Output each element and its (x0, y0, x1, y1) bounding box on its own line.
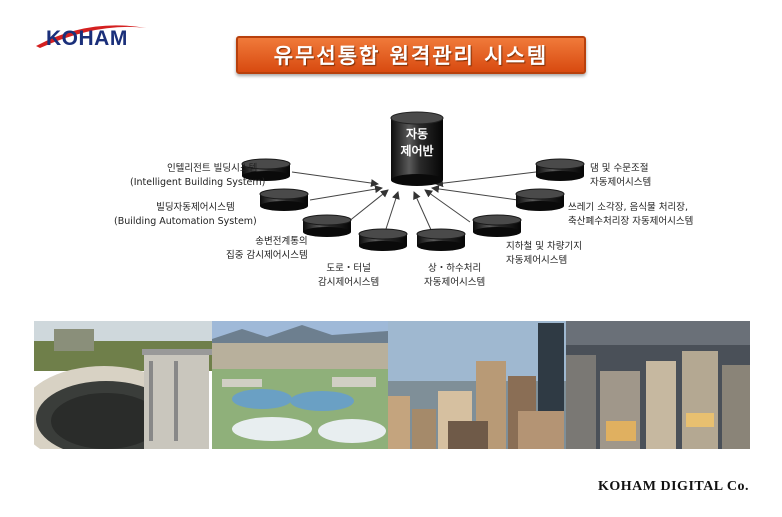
logo-text: KOHAM (46, 27, 128, 50)
arrow-waste (431, 185, 519, 201)
arrow-subway (424, 189, 471, 223)
logo-swoosh-icon (36, 25, 146, 48)
node-label-subway: 지하철 및 차량기지 자동제어시스템 (506, 241, 582, 266)
disk-substation (302, 214, 352, 237)
arrow-water (413, 191, 433, 233)
disk-road (358, 228, 408, 251)
arrow-dam (435, 171, 537, 188)
node-label-waste: 쓰레기 소각장, 음식물 처리장, 축산폐수처리장 자동제어시스템 (568, 202, 694, 227)
control-panel-cylinder (390, 111, 444, 186)
arrow-substation (347, 189, 389, 223)
disk-waste (515, 188, 565, 211)
apartment-buildings-photo (566, 321, 750, 449)
page-title: 유무선통합 원격관리 시스템 (273, 44, 549, 68)
node-label-substation: 송변전계통의 집중 감시제어시스템 (226, 236, 308, 261)
arrow-bas (309, 185, 383, 201)
control-panel-label: 자동 제어반 (400, 127, 434, 158)
disk-ibs (241, 158, 291, 181)
node-label-road: 도로・터널 감시제어시스템 (318, 263, 380, 288)
disk-dam (535, 158, 585, 181)
water-treatment-tank-photo (34, 321, 212, 449)
node-label-ibs: 인텔리전트 빌딩시스템 (Intelligent Building System… (130, 163, 266, 188)
disk-bas (259, 188, 309, 211)
city-skyline-photo (388, 321, 566, 449)
sewage-plant-aerial-photo (212, 321, 388, 449)
disk-subway (472, 214, 522, 237)
node-label-bas: 빌딩자동제어시스템 (Building Automation System) (114, 202, 257, 227)
company-name: KOHAM DIGITAL Co. (598, 479, 749, 494)
koham-logo: KOHAM (28, 18, 168, 58)
arrow-ibs (291, 171, 379, 187)
disk-water (416, 228, 466, 251)
arrow-road (384, 191, 400, 233)
node-label-dam: 댐 및 수문조절 자동제어시스템 (590, 163, 652, 188)
node-label-water: 상・하수처리 자동제어시스템 (424, 263, 486, 288)
title-banner: 유무선통합 원격관리 시스템 (236, 36, 586, 74)
arrows (291, 171, 537, 233)
